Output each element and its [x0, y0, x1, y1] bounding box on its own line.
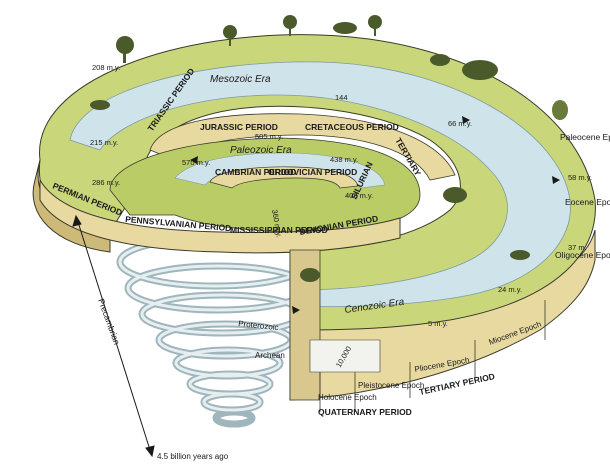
age-215: 215 m.y. [90, 138, 118, 147]
age-4-5-billion: 4.5 billion years ago [157, 452, 229, 461]
age-24: 24 m.y. [498, 285, 522, 294]
age-208: 208 m.y. [92, 63, 120, 72]
decor [90, 15, 568, 282]
label-cretaceous: CRETACEOUS PERIOD [305, 122, 399, 132]
label-mesozoic-era: Mesozoic Era [210, 74, 271, 85]
age-66: 66 m.y. [448, 119, 472, 128]
label-mississippian: MISSISSIPPIAN PERIOD [230, 225, 328, 235]
label-jurassic: JURASSIC PERIOD [200, 122, 278, 132]
label-oligocene: Oligocene Epoch [555, 250, 610, 260]
label-precambrian: Precambrian [96, 297, 122, 346]
label-proterozoic: Proterozoic [238, 319, 279, 332]
precambrian-arrow [72, 214, 155, 458]
age-286: 286 m.y. [92, 178, 120, 187]
age-5: 5 m.y. [428, 319, 448, 328]
paleozoic-wall [39, 178, 401, 254]
age-408: 408 m.y. [345, 191, 373, 200]
flow-arrows [190, 116, 560, 314]
mesozoic-band [149, 113, 456, 181]
age-505: 505 m.y. [255, 132, 283, 141]
age-144: 144 [335, 93, 348, 102]
label-archean: Archean [255, 351, 285, 360]
label-holocene: Holocene Epoch [318, 393, 377, 402]
label-paleocene: Paleocene Epoch [560, 132, 610, 142]
age-37: 37 m. [568, 243, 587, 252]
label-quaternary: QUATERNARY PERIOD [318, 407, 412, 417]
label-cambrian: CAMBRIAN PERIOD [215, 167, 296, 177]
label-pleistocene: Pleistocene Epoch [358, 381, 424, 390]
inner-ring [209, 166, 359, 189]
label-eocene: Eocene Epoch [565, 197, 610, 207]
age-438: 438 m.y. [330, 155, 358, 164]
label-ordovician: ORDOVICIAN PERIOD [268, 167, 357, 177]
age-58: 58 m.y. [568, 173, 592, 182]
label-paleozoic-era: Paleozoic Era [230, 145, 292, 156]
